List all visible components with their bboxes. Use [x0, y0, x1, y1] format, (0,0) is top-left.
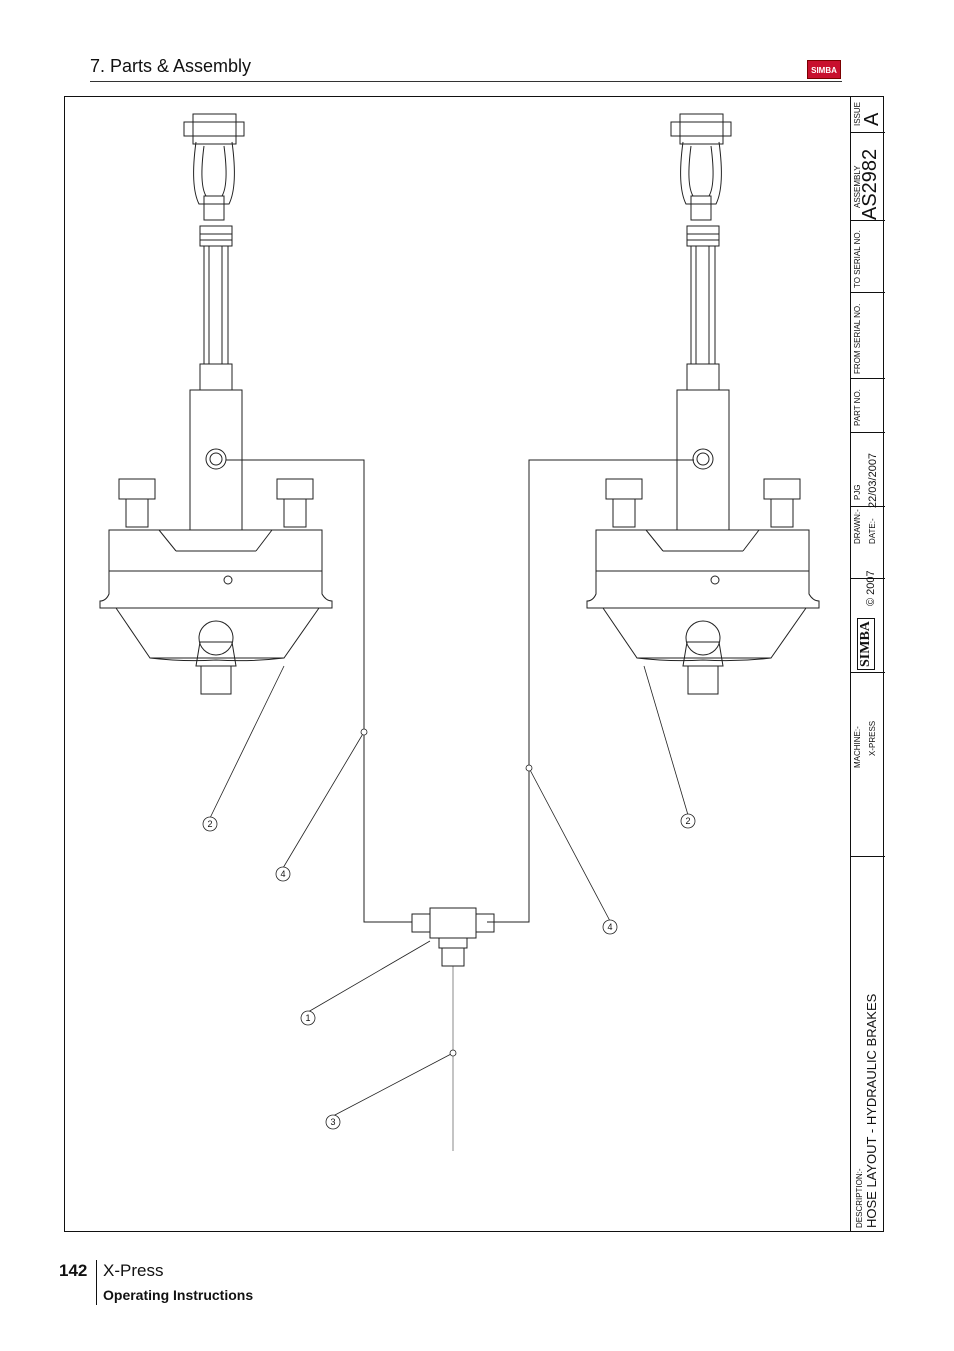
description-value: HOSE LAYOUT - HYDRAULIC BRAKES: [864, 993, 879, 1228]
callout-1-label: 1: [305, 1013, 310, 1023]
machine-value: X-PRESS: [868, 720, 877, 756]
t-piece: [411, 907, 495, 967]
header-rule: [90, 81, 842, 82]
to-serial-label: TO SERIAL NO.: [853, 230, 862, 288]
copyright-text: © 2007: [865, 570, 877, 606]
product-name: X-Press: [103, 1261, 164, 1280]
page-number: 142: [59, 1261, 88, 1280]
drawing-frame: [64, 96, 884, 1232]
date-label: DATE:-: [868, 518, 877, 544]
brand-logo: SIMBA: [807, 60, 841, 79]
callout-4-right: [602, 919, 618, 935]
title-block-logo: SIMBA: [857, 618, 875, 670]
callout-4-left: [275, 866, 291, 882]
left-brake-actuator: [99, 113, 333, 695]
part-no-label: PART NO.: [853, 389, 862, 426]
callout-2-right: [680, 813, 696, 829]
hose-right: [487, 459, 694, 923]
callout-3-label: 3: [330, 1117, 335, 1127]
callout-4-left-label: 4: [280, 869, 285, 879]
issue-value: A: [861, 112, 883, 126]
drawn-label: DRAWN:-: [853, 509, 862, 544]
hose-left: [226, 459, 412, 923]
from-serial-label: FROM SERIAL NO.: [853, 303, 862, 374]
callout-2-right-label: 2: [685, 816, 690, 826]
section-title: 7. Parts & Assembly: [90, 56, 252, 76]
callout-1: [300, 1010, 316, 1026]
callout-3: [325, 1114, 341, 1130]
footer-subtitle: Operating Instructions: [103, 1287, 254, 1303]
date-value: 22/03/2007: [867, 452, 879, 508]
title-block: ISSUE A ASSEMBLY AS2982 TO SERIAL NO. FR…: [850, 96, 885, 1232]
footer-divider: [96, 1260, 97, 1305]
right-brake-actuator: [586, 113, 820, 695]
assembly-value: AS2982: [859, 148, 881, 220]
technical-drawing: 2 2 4 4 1 3: [99, 113, 820, 1151]
drawn-value: PJG: [853, 484, 862, 500]
callout-4-right-label: 4: [607, 922, 612, 932]
callout-2-left: [202, 816, 218, 832]
description-label: DESCRIPTION:-: [855, 1168, 864, 1228]
callout-2-left-label: 2: [207, 819, 212, 829]
machine-label: MACHINE:-: [853, 726, 862, 768]
